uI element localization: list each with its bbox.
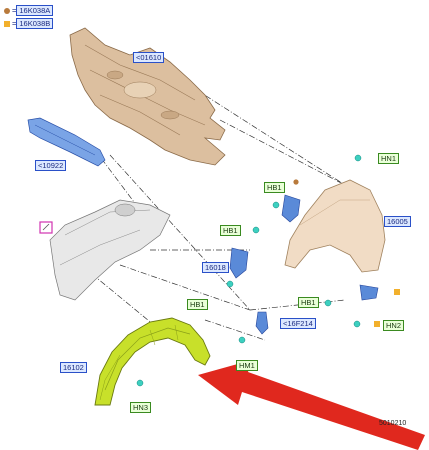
yellow-square-icon <box>4 21 10 28</box>
label-16102[interactable]: 16102 <box>60 362 87 373</box>
label-hb1-d[interactable]: HB1 <box>187 299 208 310</box>
legend-markers-on-diagram <box>293 179 400 327</box>
wheel-arch-liner-part <box>94 317 211 406</box>
label-hn3[interactable]: HN3 <box>130 402 152 413</box>
indicator-arrow <box>198 360 425 450</box>
brackets-part <box>229 194 379 335</box>
label-01610[interactable]: <01610 <box>133 52 165 63</box>
fasteners <box>136 154 362 387</box>
label-hb1-c[interactable]: HB1 <box>298 297 319 308</box>
label-hm1[interactable]: HM1 <box>236 360 258 371</box>
label-16018[interactable]: 16018 <box>202 262 229 273</box>
crossmember-bracket-part <box>27 117 106 167</box>
body-structure-part <box>39 199 171 301</box>
legend-text-a: 16K038A <box>16 5 54 16</box>
legend-text-b: 16K038B <box>16 18 54 29</box>
label-hb1-b[interactable]: HB1 <box>220 225 241 236</box>
label-hn2[interactable]: HN2 <box>383 320 405 331</box>
legend-item-b: =16K038B <box>4 18 54 29</box>
brown-dot-icon <box>4 8 10 15</box>
reference-code: 5010210 <box>379 420 407 427</box>
fender-part <box>284 179 386 273</box>
label-16f214[interactable]: <16F214 <box>280 318 316 329</box>
dash-panel-part <box>69 27 226 166</box>
label-10922[interactable]: <10922 <box>35 160 67 171</box>
label-16005[interactable]: 16005 <box>384 216 411 227</box>
legend-item-a: =16K038A <box>4 5 54 16</box>
label-hn1[interactable]: HN1 <box>378 153 400 164</box>
label-hb1-a[interactable]: HB1 <box>264 182 285 193</box>
